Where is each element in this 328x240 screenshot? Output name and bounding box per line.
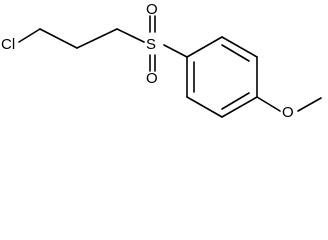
bond-c3-s bbox=[116, 28, 145, 43]
atom-label-oxygen-methoxy: O bbox=[282, 104, 294, 121]
atom-label-oxygen-top: O bbox=[146, 1, 158, 18]
chemical-structure-diagram: Cl S O O O bbox=[1, 1, 322, 121]
bond-o-ch3 bbox=[297, 97, 322, 112]
bond-cl-c1 bbox=[18, 28, 41, 43]
benzene-ring bbox=[186, 36, 258, 118]
ring-bond-6 bbox=[186, 36, 223, 58]
ring-bond-5 bbox=[221, 36, 258, 58]
atom-label-sulfur: S bbox=[146, 36, 156, 53]
bond-c2-c3 bbox=[76, 28, 118, 49]
ring-inner-bond-top bbox=[221, 44, 250, 62]
atom-label-chlorine: Cl bbox=[1, 36, 15, 53]
bond-c1-c2 bbox=[39, 28, 78, 49]
ring-bond-3 bbox=[221, 96, 258, 118]
atom-label-oxygen-bottom: O bbox=[146, 70, 158, 87]
bond-s-ring bbox=[163, 44, 188, 58]
ring-bond-2 bbox=[186, 96, 223, 118]
bond-ring-o bbox=[256, 96, 281, 112]
ring-inner-bond-bottom bbox=[221, 92, 250, 110]
